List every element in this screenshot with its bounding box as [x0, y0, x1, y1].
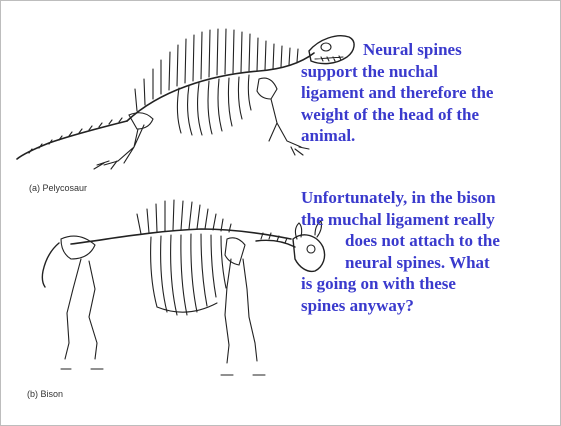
paragraph-neural-spines: Neural spines support the nuchal ligamen… [301, 39, 493, 147]
bison-caption: (b) Bison [27, 389, 63, 399]
text-line: ligament and therefore the [301, 82, 493, 104]
text-line: support the nuchal [301, 61, 493, 83]
bison-skeleton-figure [31, 199, 331, 381]
text-line: Unfortunately, in the bison [301, 187, 500, 209]
text-line: Neural spines [301, 39, 493, 61]
text-line: the muchal ligament really [301, 209, 500, 231]
text-line: is going on with these [301, 273, 500, 295]
text-line: does not attach to the [301, 230, 500, 252]
text-line: animal. [301, 125, 493, 147]
text-line: spines anyway? [301, 295, 500, 317]
paragraph-bison-question: Unfortunately, in the bison the muchal l… [301, 187, 500, 316]
pelycosaur-caption: (a) Pelycosaur [29, 183, 87, 193]
bison-skeleton-drawing [31, 199, 331, 381]
text-line: neural spines. What [301, 252, 500, 274]
text-line: weight of the head of the [301, 104, 493, 126]
